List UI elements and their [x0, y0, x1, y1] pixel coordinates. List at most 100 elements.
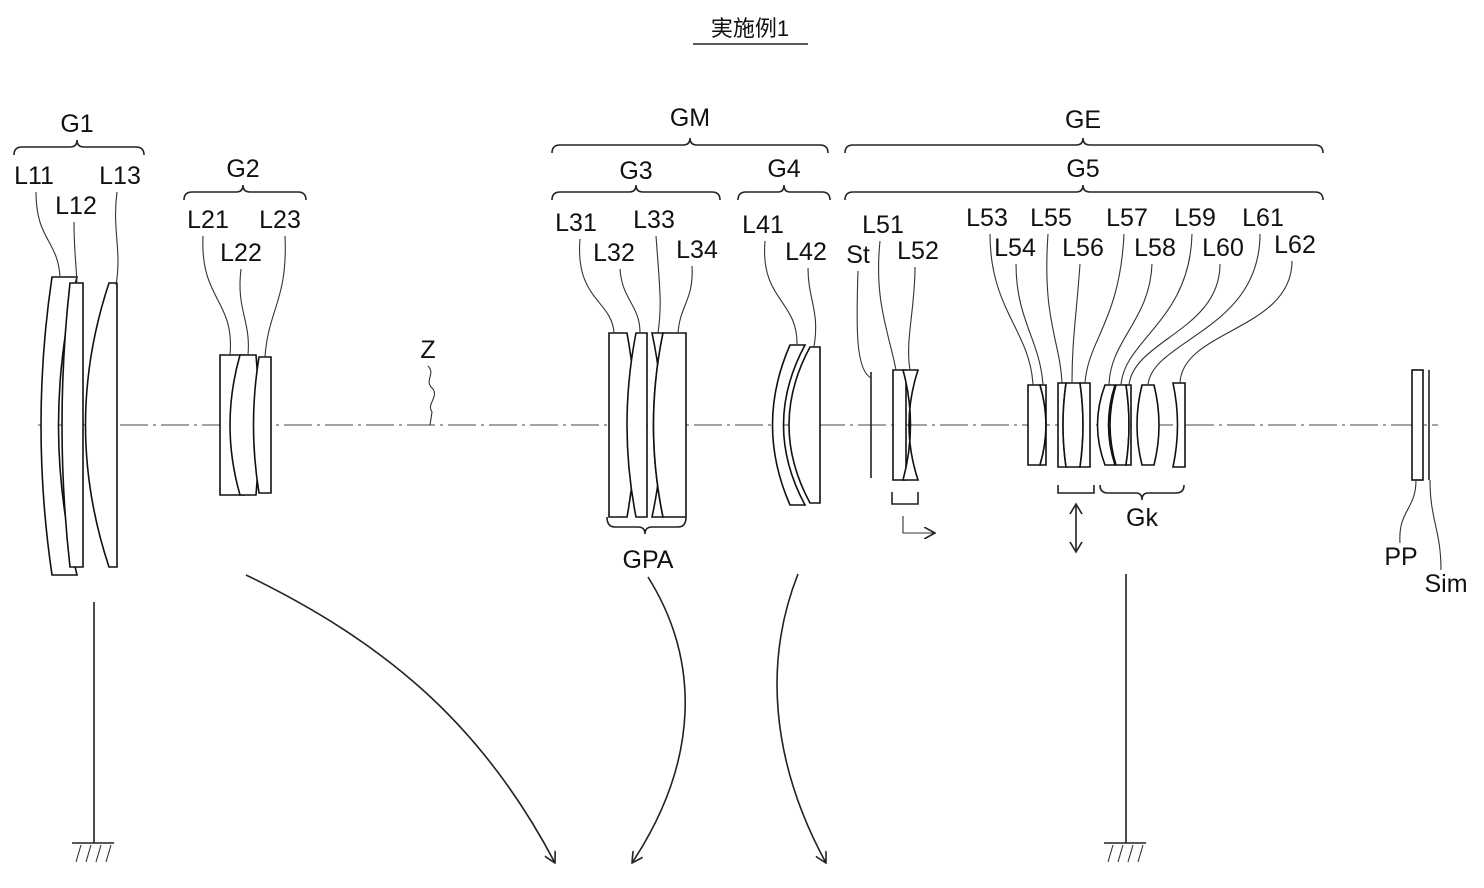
label-l22: L22	[220, 239, 262, 267]
lens-l60	[1125, 384, 1132, 466]
label-l52: L52	[897, 237, 939, 265]
leader-l51	[877, 240, 897, 371]
label-pp: PP	[1384, 543, 1417, 571]
leader-l22	[239, 268, 249, 356]
leader-l52	[908, 266, 916, 371]
leader-l58	[1108, 263, 1153, 386]
lens-l42	[788, 346, 821, 504]
lens-l52	[901, 369, 920, 481]
lens-l59	[1109, 384, 1130, 466]
label-l51: L51	[862, 211, 904, 239]
leader-l12	[73, 221, 78, 284]
label-gk: Gk	[1126, 504, 1158, 532]
leader-l34	[677, 265, 693, 334]
label-l53: L53	[966, 204, 1008, 232]
lens-l58	[1096, 384, 1117, 466]
label-l58: L58	[1134, 234, 1176, 262]
axis-label: Z	[420, 336, 435, 364]
leader-l31	[579, 238, 615, 334]
focus-arrow-up	[1069, 502, 1083, 515]
leader-pp	[1399, 479, 1417, 544]
lens-l54	[1038, 384, 1047, 466]
label-l33: L33	[633, 206, 675, 234]
lens-l13	[84, 282, 118, 568]
leader-l32	[619, 268, 641, 334]
lens-l41	[771, 344, 807, 506]
brace-gm	[551, 137, 829, 154]
leader-l62	[1179, 260, 1293, 384]
leader-l61	[1147, 233, 1261, 386]
lens-l61	[1136, 384, 1160, 466]
label-l59: L59	[1174, 204, 1216, 232]
label-l32: L32	[593, 239, 635, 267]
brace-gpa	[606, 516, 687, 535]
leader-l60	[1128, 263, 1221, 386]
axis-leader	[427, 365, 436, 426]
brace-g1	[13, 139, 145, 156]
label-ge: GE	[1065, 106, 1101, 134]
move-arrow-st	[902, 516, 935, 533]
bracket-focus	[1057, 485, 1095, 494]
lens-l34	[652, 332, 687, 518]
label-g5: G5	[1066, 155, 1099, 183]
brace-g4	[737, 184, 831, 201]
label-l31: L31	[555, 209, 597, 237]
brace-g5	[844, 184, 1324, 201]
label-gpa: GPA	[623, 546, 674, 574]
locus-g2	[245, 574, 555, 863]
leader-l23	[264, 235, 286, 358]
lens-l32	[626, 332, 648, 518]
leader-l42	[807, 267, 817, 348]
label-g2: G2	[226, 155, 259, 183]
lens-l12	[61, 282, 84, 568]
leader-sim	[1429, 479, 1442, 571]
label-l42: L42	[785, 238, 827, 266]
label-sim: Sim	[1424, 570, 1467, 598]
brace-g2	[183, 184, 307, 201]
group-g1: G1 L11 L12 L13	[13, 110, 145, 576]
label-l13: L13	[99, 162, 141, 190]
hatch-g1	[75, 844, 112, 863]
lens-l56	[1062, 382, 1084, 468]
brace-g3	[551, 184, 721, 201]
leader-l57	[1084, 233, 1125, 384]
label-l55: L55	[1030, 204, 1072, 232]
leader-st	[856, 270, 872, 379]
label-l11: L11	[14, 162, 54, 190]
leader-l59	[1120, 233, 1193, 386]
label-l21: L21	[187, 206, 229, 234]
brace-ge	[844, 137, 1324, 154]
label-l60: L60	[1202, 234, 1244, 262]
label-l12: L12	[55, 192, 97, 220]
label-l41: L41	[742, 211, 784, 239]
label-l54: L54	[994, 234, 1036, 262]
group-g2: G2 L21 L22 L23	[183, 155, 307, 496]
locus-g4	[776, 573, 826, 863]
group-g4: G4 L41 L42	[737, 155, 831, 506]
label-l62: L62	[1274, 231, 1316, 259]
leader-l41	[764, 240, 798, 346]
label-st: St	[846, 241, 870, 269]
label-l56: L56	[1062, 234, 1104, 262]
diagram-title: 実施例1	[711, 16, 789, 41]
label-l23: L23	[259, 206, 301, 234]
label-g1: G1	[60, 110, 93, 138]
leader-l11	[35, 191, 61, 278]
lens-l23	[252, 356, 272, 494]
bracket-l51-l52	[891, 492, 919, 505]
focus-arrow-down	[1069, 541, 1083, 554]
brace-gk	[1099, 484, 1185, 501]
leader-l56	[1071, 263, 1081, 384]
leader-l13	[115, 191, 119, 286]
label-l57: L57	[1106, 204, 1148, 232]
label-gm: GM	[670, 104, 710, 132]
label-g3: G3	[619, 157, 652, 185]
group-g3: G3 L31 L32 L33 L34 GPA	[551, 157, 721, 574]
leader-l33	[655, 235, 661, 334]
group-g5: G5 St L51 L52 L53 L54 L55 L56 L57 L58 L5…	[844, 155, 1324, 554]
lens-l57	[1079, 382, 1091, 468]
optical-member-pp	[1411, 369, 1424, 481]
lens-l62	[1172, 382, 1186, 468]
locus-g3	[632, 576, 686, 863]
